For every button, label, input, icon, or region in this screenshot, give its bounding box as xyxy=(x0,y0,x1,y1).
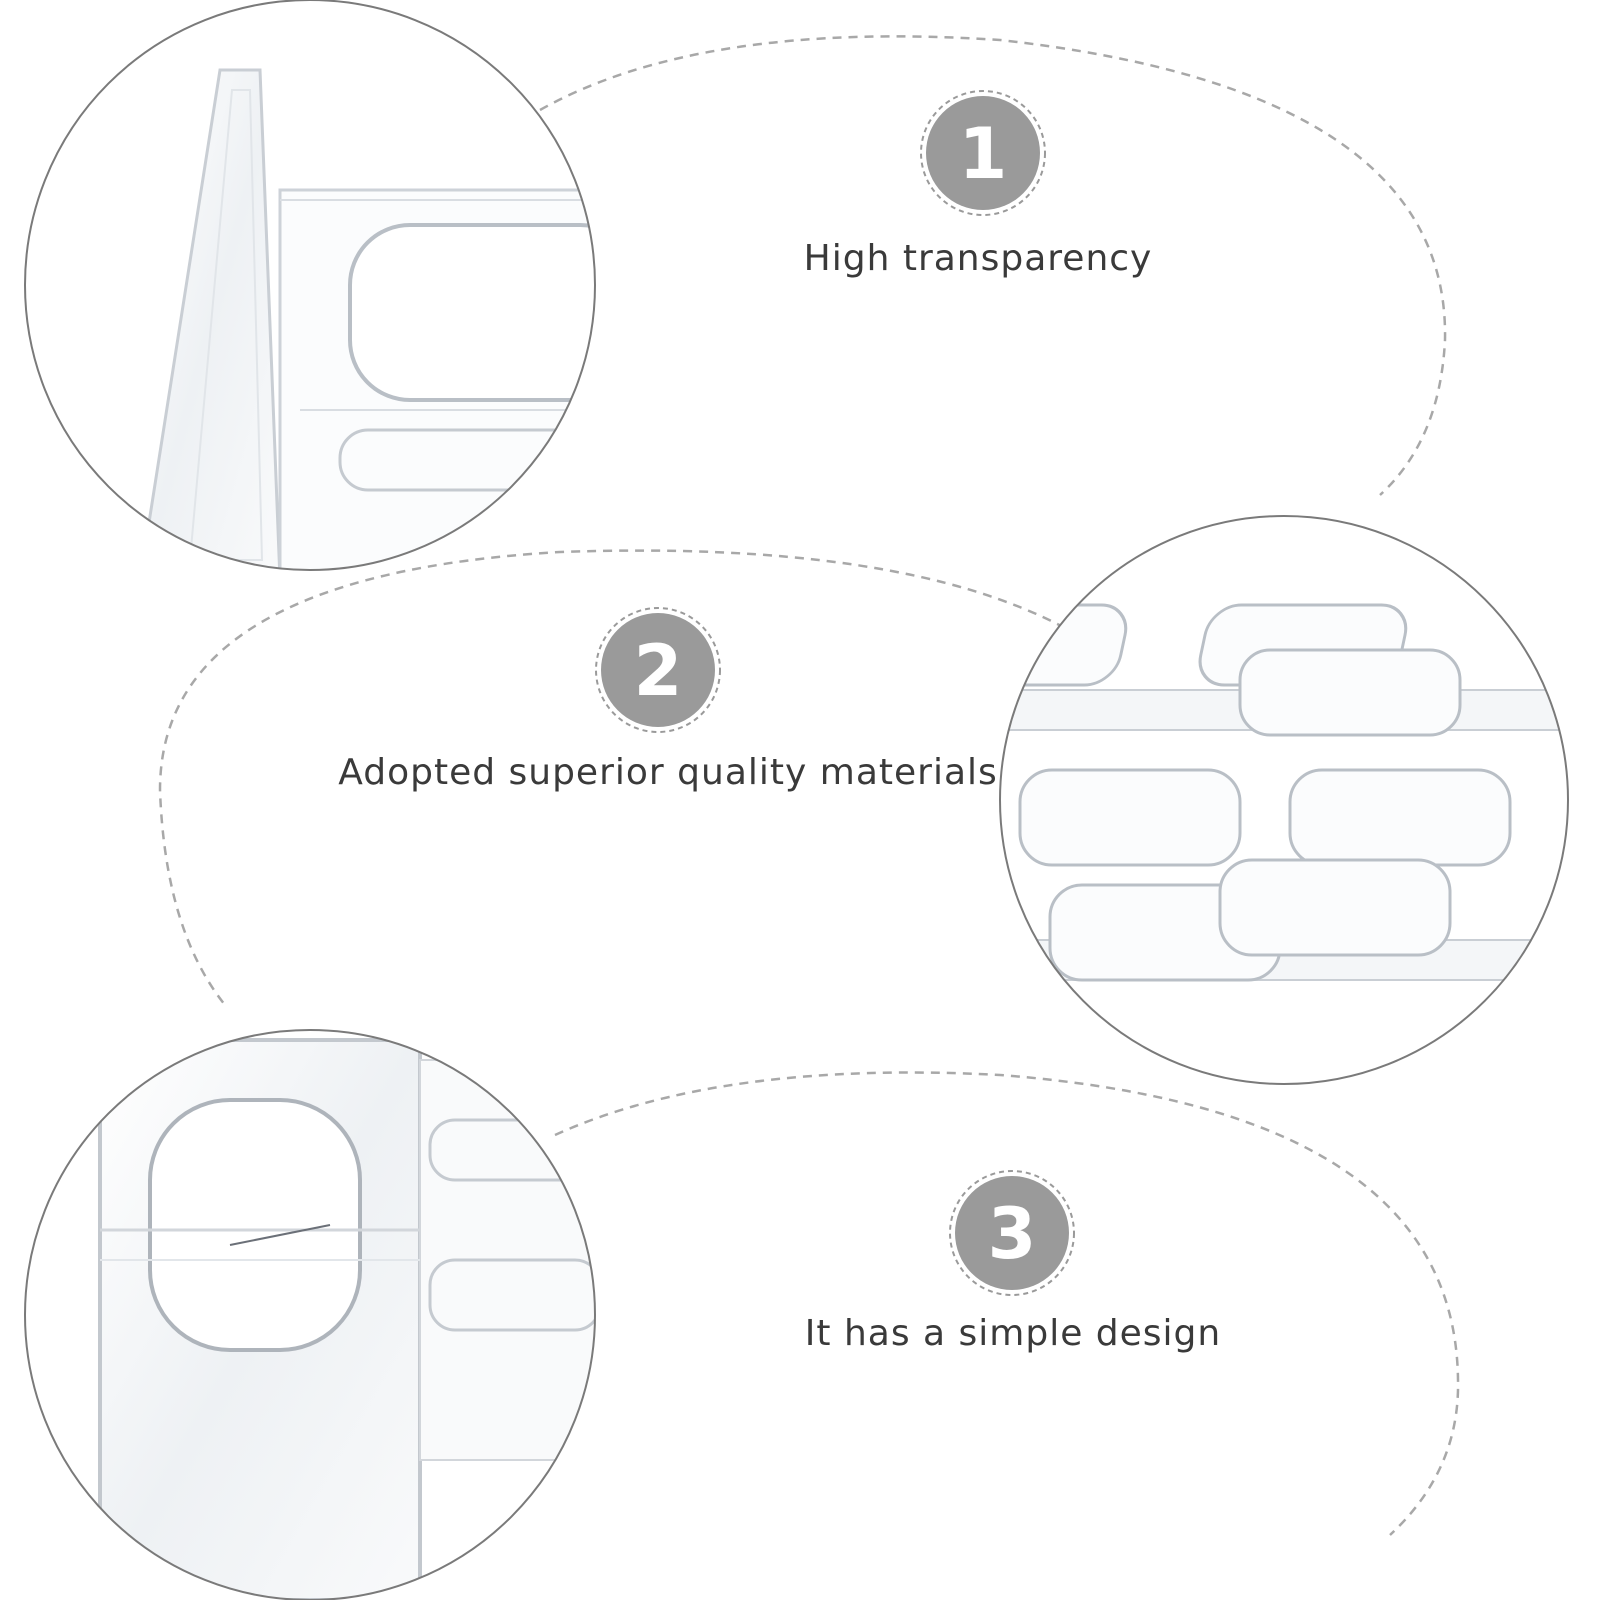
feature-2-caption: Adopted superior quality materials xyxy=(338,752,998,793)
photo-frame-2 xyxy=(999,515,1569,1085)
product-photo-1 xyxy=(24,0,596,571)
dashed-arc-2 xyxy=(158,549,1066,1006)
product-photo-2 xyxy=(999,515,1569,1085)
product-photo-3 xyxy=(24,1029,596,1600)
badge-1-number: 1 xyxy=(959,113,1008,195)
badge-3-number: 3 xyxy=(988,1193,1037,1275)
badge-3: 3 xyxy=(949,1170,1075,1296)
dashed-arc-3 xyxy=(554,1071,1460,1536)
feature-1-caption: High transparency xyxy=(803,238,1153,279)
photo-frame-3 xyxy=(24,1029,596,1600)
feature-3-caption: It has a simple design xyxy=(804,1313,1222,1354)
badge-2: 2 xyxy=(595,607,721,733)
badge-1: 1 xyxy=(920,90,1046,216)
photo-frame-1 xyxy=(24,0,596,571)
dashed-arc-1 xyxy=(539,35,1447,496)
badge-2-number: 2 xyxy=(634,630,683,712)
